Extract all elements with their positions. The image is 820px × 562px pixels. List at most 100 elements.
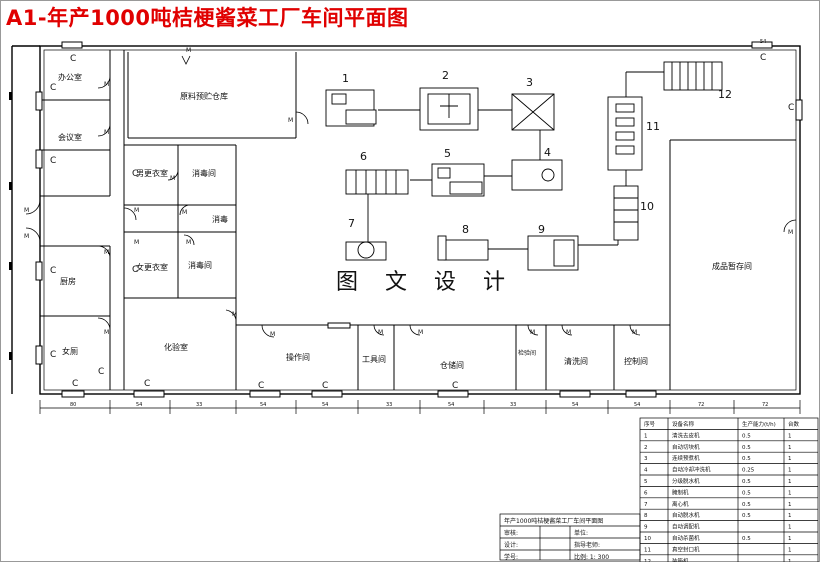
- equipment-6-pickler: [345, 169, 409, 195]
- equipment-2-cutter: [419, 87, 479, 131]
- svg-text:5: 5: [444, 147, 451, 160]
- equipment-7-centrifuge: [345, 241, 387, 261]
- label-cleaning: 清洗间: [564, 356, 588, 366]
- table-cell: 1: [788, 502, 792, 508]
- svg-text:M: M: [288, 117, 293, 124]
- svg-text:12: 12: [718, 88, 732, 101]
- table-cell: 10: [644, 536, 651, 542]
- door-marks: M M M M M M M M M M M M M M M M M M M M …: [24, 47, 793, 338]
- svg-text:M: M: [104, 81, 109, 88]
- column-marks: C C C C C C C C C C C C C C C: [50, 53, 794, 391]
- svg-text:72: 72: [762, 402, 768, 408]
- table-cell: 自动切块机: [672, 443, 700, 451]
- table-cell: 1: [788, 525, 792, 531]
- table-header-cell: 序号: [644, 420, 656, 428]
- table-cell: 腌制机: [672, 488, 689, 496]
- drawing-title: A1-年产1000吨桔梗酱菜工厂车间平面图: [6, 6, 409, 30]
- label-inspection: 检验间: [518, 349, 536, 357]
- svg-text:M: M: [788, 229, 793, 236]
- svg-text:54: 54: [448, 402, 454, 408]
- room-labels: 办公室 会议室 原料预贮仓库 男更衣室 消毒间 消毒 女更衣室 消毒间 厨房 女…: [58, 72, 752, 370]
- table-cell: 0.5: [742, 479, 751, 485]
- table-cell: 1: [788, 433, 792, 439]
- equipment-1-peeler: [325, 89, 377, 127]
- svg-text:审核:: 审核:: [504, 529, 518, 537]
- label-female-wc: 女厕: [62, 346, 78, 356]
- table-cell: 1: [788, 456, 792, 462]
- interior-walls: [40, 50, 796, 390]
- svg-text:M: M: [270, 331, 275, 338]
- svg-text:54: 54: [760, 39, 766, 45]
- svg-text:M: M: [418, 329, 423, 336]
- table-cell: 0.5: [742, 502, 751, 508]
- equipment: [325, 61, 723, 271]
- svg-text:10: 10: [640, 200, 654, 213]
- svg-text:M: M: [24, 233, 29, 240]
- svg-text:C: C: [50, 156, 56, 166]
- equipment-8-dehydrator: [437, 235, 489, 261]
- svg-text:2: 2: [442, 69, 449, 82]
- svg-text:M: M: [632, 329, 637, 336]
- svg-text:54: 54: [260, 402, 266, 408]
- label-tools: 工具间: [362, 355, 386, 364]
- svg-text:C: C: [70, 54, 76, 64]
- table-cell: 0.5: [742, 433, 751, 439]
- table-cell: 分级脱水机: [672, 477, 700, 485]
- table-cell: 3: [644, 456, 648, 462]
- svg-text:72: 72: [698, 402, 704, 408]
- label-disinfect-2: 消毒: [212, 214, 228, 224]
- table-cell: 0.5: [742, 490, 751, 496]
- title-block-title: 年产1000吨桔梗酱菜工厂车间平面图: [504, 517, 603, 525]
- table-cell: 0.5: [742, 536, 751, 542]
- svg-text:学号:: 学号:: [504, 553, 518, 561]
- table-cell: 12: [644, 559, 651, 562]
- table-cell: 连续预煮机: [672, 454, 700, 462]
- svg-text:C: C: [258, 381, 264, 391]
- table-cell: 自动杀菌机: [672, 534, 700, 542]
- svg-text:M: M: [134, 207, 139, 214]
- svg-text:C: C: [788, 103, 794, 113]
- label-lab: 化验室: [164, 342, 188, 352]
- title-block-text: 年产1000吨桔梗酱菜工厂车间平面图 审核: 单位: 设计: 指导老师: 学号:…: [504, 517, 609, 561]
- table-cell: 11: [644, 547, 651, 553]
- table-cell: 1: [788, 513, 792, 519]
- svg-text:比例: 1: 300: 比例: 1: 300: [574, 553, 609, 561]
- svg-text:54: 54: [634, 402, 640, 408]
- svg-text:33: 33: [510, 402, 516, 408]
- svg-text:80: 80: [70, 402, 76, 408]
- svg-text:M: M: [530, 329, 535, 336]
- title-block: [499, 513, 641, 561]
- svg-text:M: M: [170, 175, 175, 182]
- table-cell: 1: [644, 433, 648, 439]
- svg-text:M: M: [378, 329, 383, 336]
- label-product-storage: 成品暂存间: [712, 261, 752, 271]
- svg-text:M: M: [232, 311, 237, 318]
- svg-text:M: M: [182, 209, 187, 216]
- table-cell: 1: [788, 559, 792, 562]
- dimension-line: [39, 400, 801, 414]
- svg-text:C: C: [132, 169, 138, 179]
- label-storage: 仓储间: [440, 360, 464, 370]
- svg-text:M: M: [104, 249, 109, 256]
- doors: [25, 55, 797, 338]
- svg-text:54: 54: [572, 402, 578, 408]
- svg-text:M: M: [566, 329, 571, 336]
- process-line: [367, 71, 664, 250]
- label-male-locker: 男更衣室: [136, 168, 168, 178]
- table-cell: 4: [644, 468, 648, 474]
- table-cell: 清洗去皮机: [672, 431, 700, 439]
- label-control: 控制间: [624, 356, 648, 366]
- svg-text:M: M: [24, 207, 29, 214]
- wall-ticks: [9, 92, 12, 360]
- equipment-10-sterilizer: [613, 185, 639, 241]
- svg-text:C: C: [144, 379, 150, 389]
- watermark: 图 文 设 计: [336, 270, 515, 295]
- svg-text:11: 11: [646, 120, 660, 133]
- svg-text:C: C: [50, 350, 56, 360]
- table-cell: 0.25: [742, 468, 755, 474]
- equipment-11-sealer: [607, 96, 643, 171]
- label-operation: 操作间: [286, 352, 310, 362]
- table-header-cell: 生产能力(t/h): [742, 420, 776, 428]
- svg-text:M: M: [186, 47, 191, 54]
